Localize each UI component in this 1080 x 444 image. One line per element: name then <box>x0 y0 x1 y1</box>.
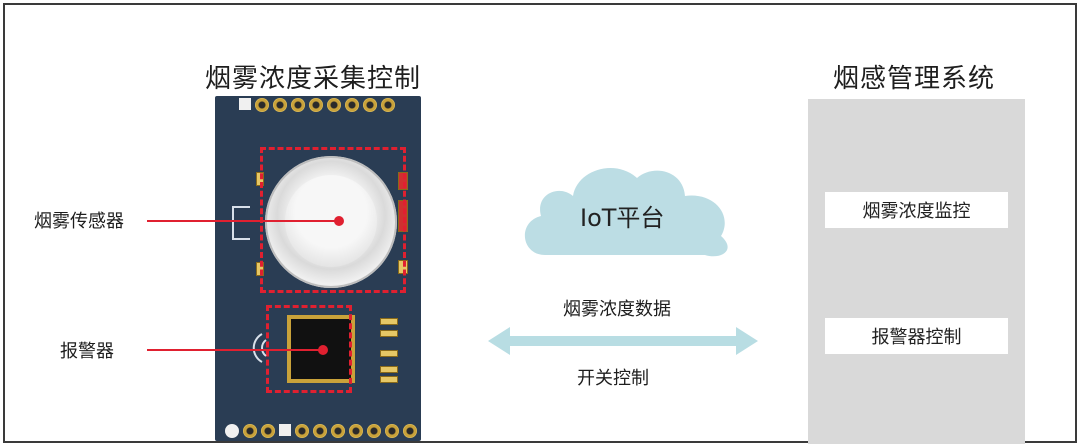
header-pins-bottom <box>225 424 417 438</box>
data-flow-label: 烟雾浓度数据 <box>563 299 671 320</box>
antenna-outline <box>232 206 250 240</box>
smd-component <box>380 366 398 373</box>
sensor-board <box>215 96 421 441</box>
smd-component <box>380 330 398 337</box>
alarm-pointer-dot <box>318 345 328 355</box>
cloud-icon <box>524 167 728 257</box>
smd-component <box>380 376 398 383</box>
right-panel-title: 烟感管理系统 <box>833 64 996 94</box>
alarm-label: 报警器 <box>60 341 114 362</box>
sensor-label: 烟雾传感器 <box>34 211 124 232</box>
smd-component <box>380 350 398 357</box>
smd-component <box>380 318 398 325</box>
cloud-label: IoT平台 <box>580 204 665 232</box>
header-pins-top <box>239 98 395 112</box>
sensor-leader-line <box>147 220 339 222</box>
left-panel-title: 烟雾浓度采集控制 <box>205 64 422 94</box>
control-flow-label: 开关控制 <box>577 368 649 389</box>
alarm-leader-line <box>147 349 327 351</box>
sensor-pointer-dot <box>334 216 344 226</box>
alarm-control-item: 报警器控制 <box>825 318 1008 354</box>
bidirectional-arrow-icon <box>488 327 758 355</box>
sound-wave-icon <box>252 333 267 363</box>
management-panel <box>808 99 1025 444</box>
smoke-monitor-item: 烟雾浓度监控 <box>825 192 1008 228</box>
